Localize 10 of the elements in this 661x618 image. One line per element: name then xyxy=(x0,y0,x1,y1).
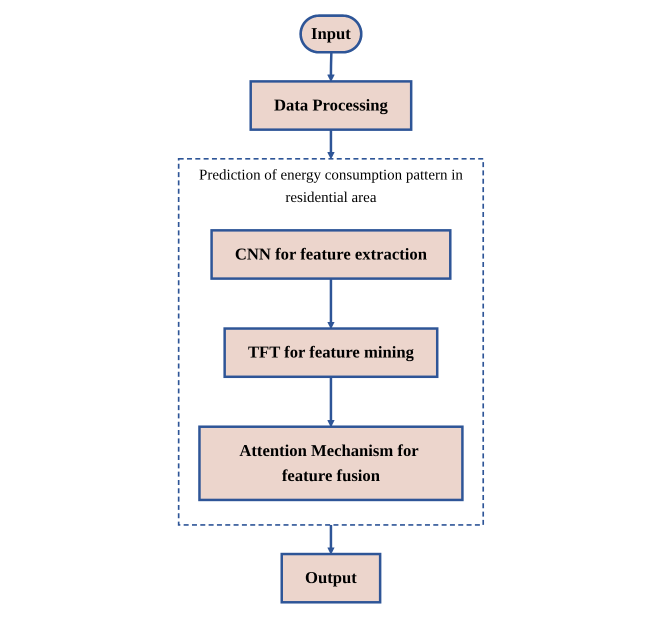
node-box: Data Processing xyxy=(249,80,412,131)
arrow xyxy=(326,52,334,82)
arrow xyxy=(326,376,334,428)
arrow xyxy=(326,278,334,329)
node-box: TFT for feature mining xyxy=(222,327,438,378)
arrow xyxy=(326,524,334,554)
node-box: CNN for feature extraction xyxy=(210,229,452,280)
arrow xyxy=(326,130,334,160)
node-box: Output xyxy=(280,552,381,604)
node-box: Attention Mechanism for feature fusion xyxy=(198,425,464,502)
